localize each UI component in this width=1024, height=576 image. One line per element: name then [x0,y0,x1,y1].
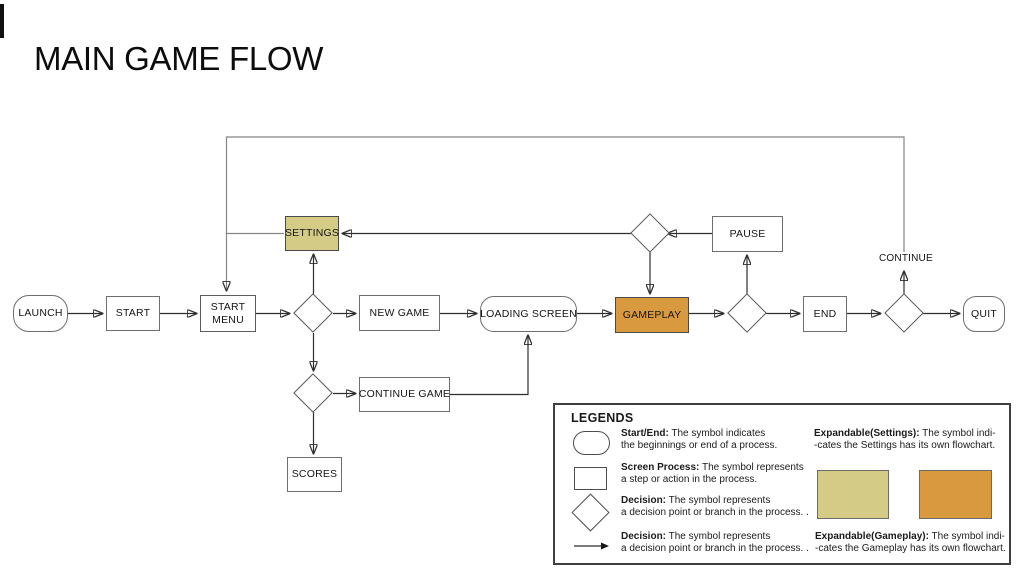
edge-continuegame-loading [450,336,528,396]
legend-panel: LEGENDS Start/End: The symbol indicates … [553,403,1011,565]
node-scores: SCORES [287,457,342,492]
legend-gameplay-swatch [919,470,992,519]
legend-desc-line2: -cates the Gameplay has its own flowchar… [815,542,1006,554]
legend-desc-line2: a step or action in the process. [621,473,758,485]
legend-desc-line2: -cates the Settings has its own flowchar… [814,439,996,451]
page-title: MAIN GAME FLOW [34,40,324,77]
continue-edge-label: CONTINUE [879,253,933,264]
node-gameplay-expandable: GAMEPLAY [615,297,689,333]
legend-settings-swatch [817,470,889,519]
node-quit: QUIT [963,296,1005,332]
legend-term: Screen Process: [621,462,700,473]
legend-row-arrow: Decision: The symbol represents a decisi… [621,531,809,554]
legend-desc: The symbol represents [666,531,771,542]
legend-desc: The symbol indi- [928,531,1005,542]
node-launch: LAUNCH [13,295,68,332]
legend-desc-line2: the beginnings or end of a process. [621,439,778,451]
legend-desc: The symbol represents [666,495,771,506]
legend-arrow-shape [574,542,609,550]
node-end: END [803,296,847,332]
edge-continue-loop-startmenu [227,136,905,290]
legend-expandable-settings-text: Expandable(Settings): The symbol indi- -… [814,428,996,451]
node-pause: PAUSE [712,216,783,252]
legend-desc-line2: a decision point or branch in the proces… [621,506,809,518]
legend-desc: The symbol indicates [668,428,766,439]
legend-process-shape [574,467,607,490]
legend-desc: The symbol indi- [919,428,996,439]
legend-term: Decision: [621,531,667,542]
legend-row-start-end: Start/End: The symbol indicates the begi… [621,428,777,451]
legend-heading: LEGENDS [571,411,634,425]
legend-row-screen-process: Screen Process: The symbol represents a … [621,462,804,485]
legend-term: Expandable(Settings): [814,428,920,439]
node-loading-screen: LOADING SCREEN [480,296,577,332]
legend-row-decision: Decision: The symbol represents a decisi… [621,495,809,518]
legend-decision-shape [571,493,610,532]
node-start-menu: START MENU [200,295,256,332]
legend-start-end-shape [573,431,610,455]
corner-artifact-mark [0,4,4,38]
legend-desc: The symbol represents [699,462,804,473]
node-continue-game: CONTINUE GAME [359,377,450,412]
node-settings-expandable: SETTINGS [285,216,339,251]
legend-term: Decision: [621,495,667,506]
node-start: START [106,296,160,331]
legend-desc-line2: a decision point or branch in the proces… [621,542,809,554]
legend-expandable-gameplay-text: Expandable(Gameplay): The symbol indi- -… [815,531,1006,554]
node-new-game: NEW GAME [359,295,440,331]
legend-term: Start/End: [621,428,669,439]
legend-term: Expandable(Gameplay): [815,531,929,542]
